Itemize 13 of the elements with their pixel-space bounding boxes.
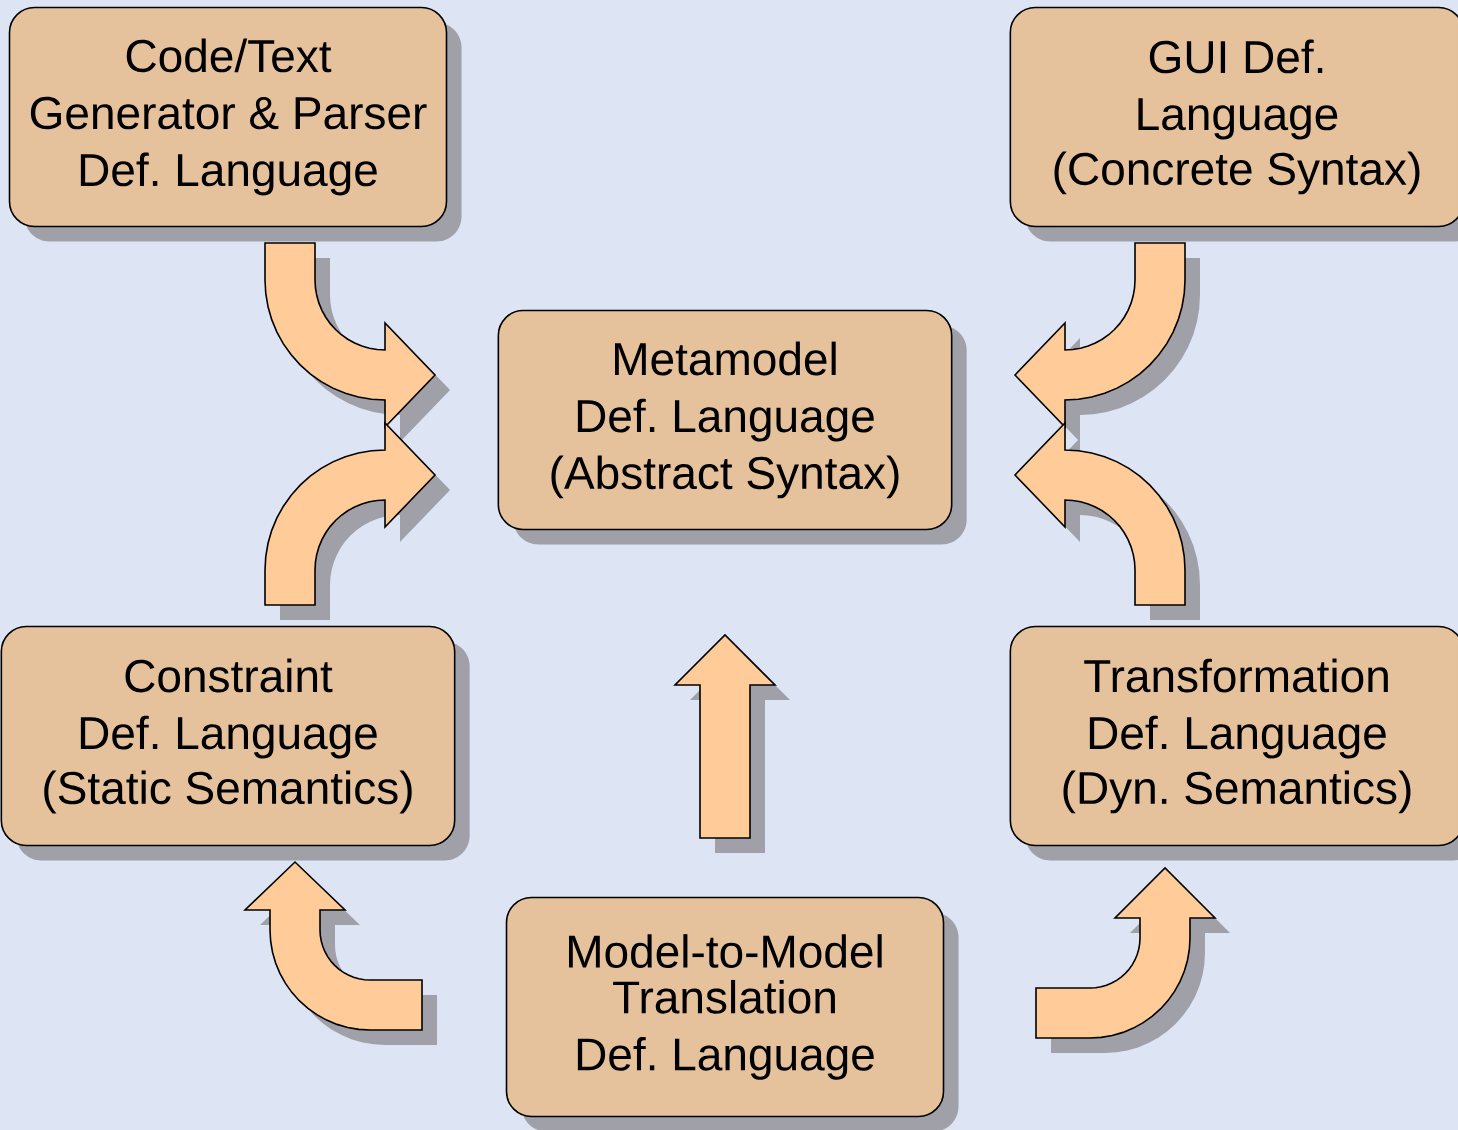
block-arrow (1013, 242, 1200, 442)
rounded-box: Model-to-Model Translation Def. Language (505, 896, 959, 1130)
block-arrow (1013, 421, 1200, 620)
rounded-box: GUI Def. Language (Concrete Syntax) (1009, 6, 1458, 242)
block-arrow (1035, 866, 1230, 1053)
block-arrow (673, 633, 790, 853)
block-arrow (264, 421, 450, 620)
rounded-box: Transformation Def. Language (Dyn. Semantics) (1009, 625, 1458, 861)
rounded-box: Metamodel Def. Language (Abstract Syntax) (497, 309, 967, 545)
rounded-box: Constraint Def. Language (Static Semantics) (0, 625, 470, 861)
block-arrow (243, 860, 437, 1045)
rounded-box: Code/Text Generator & Parser Def. Language (8, 6, 462, 242)
block-arrow (264, 242, 450, 442)
